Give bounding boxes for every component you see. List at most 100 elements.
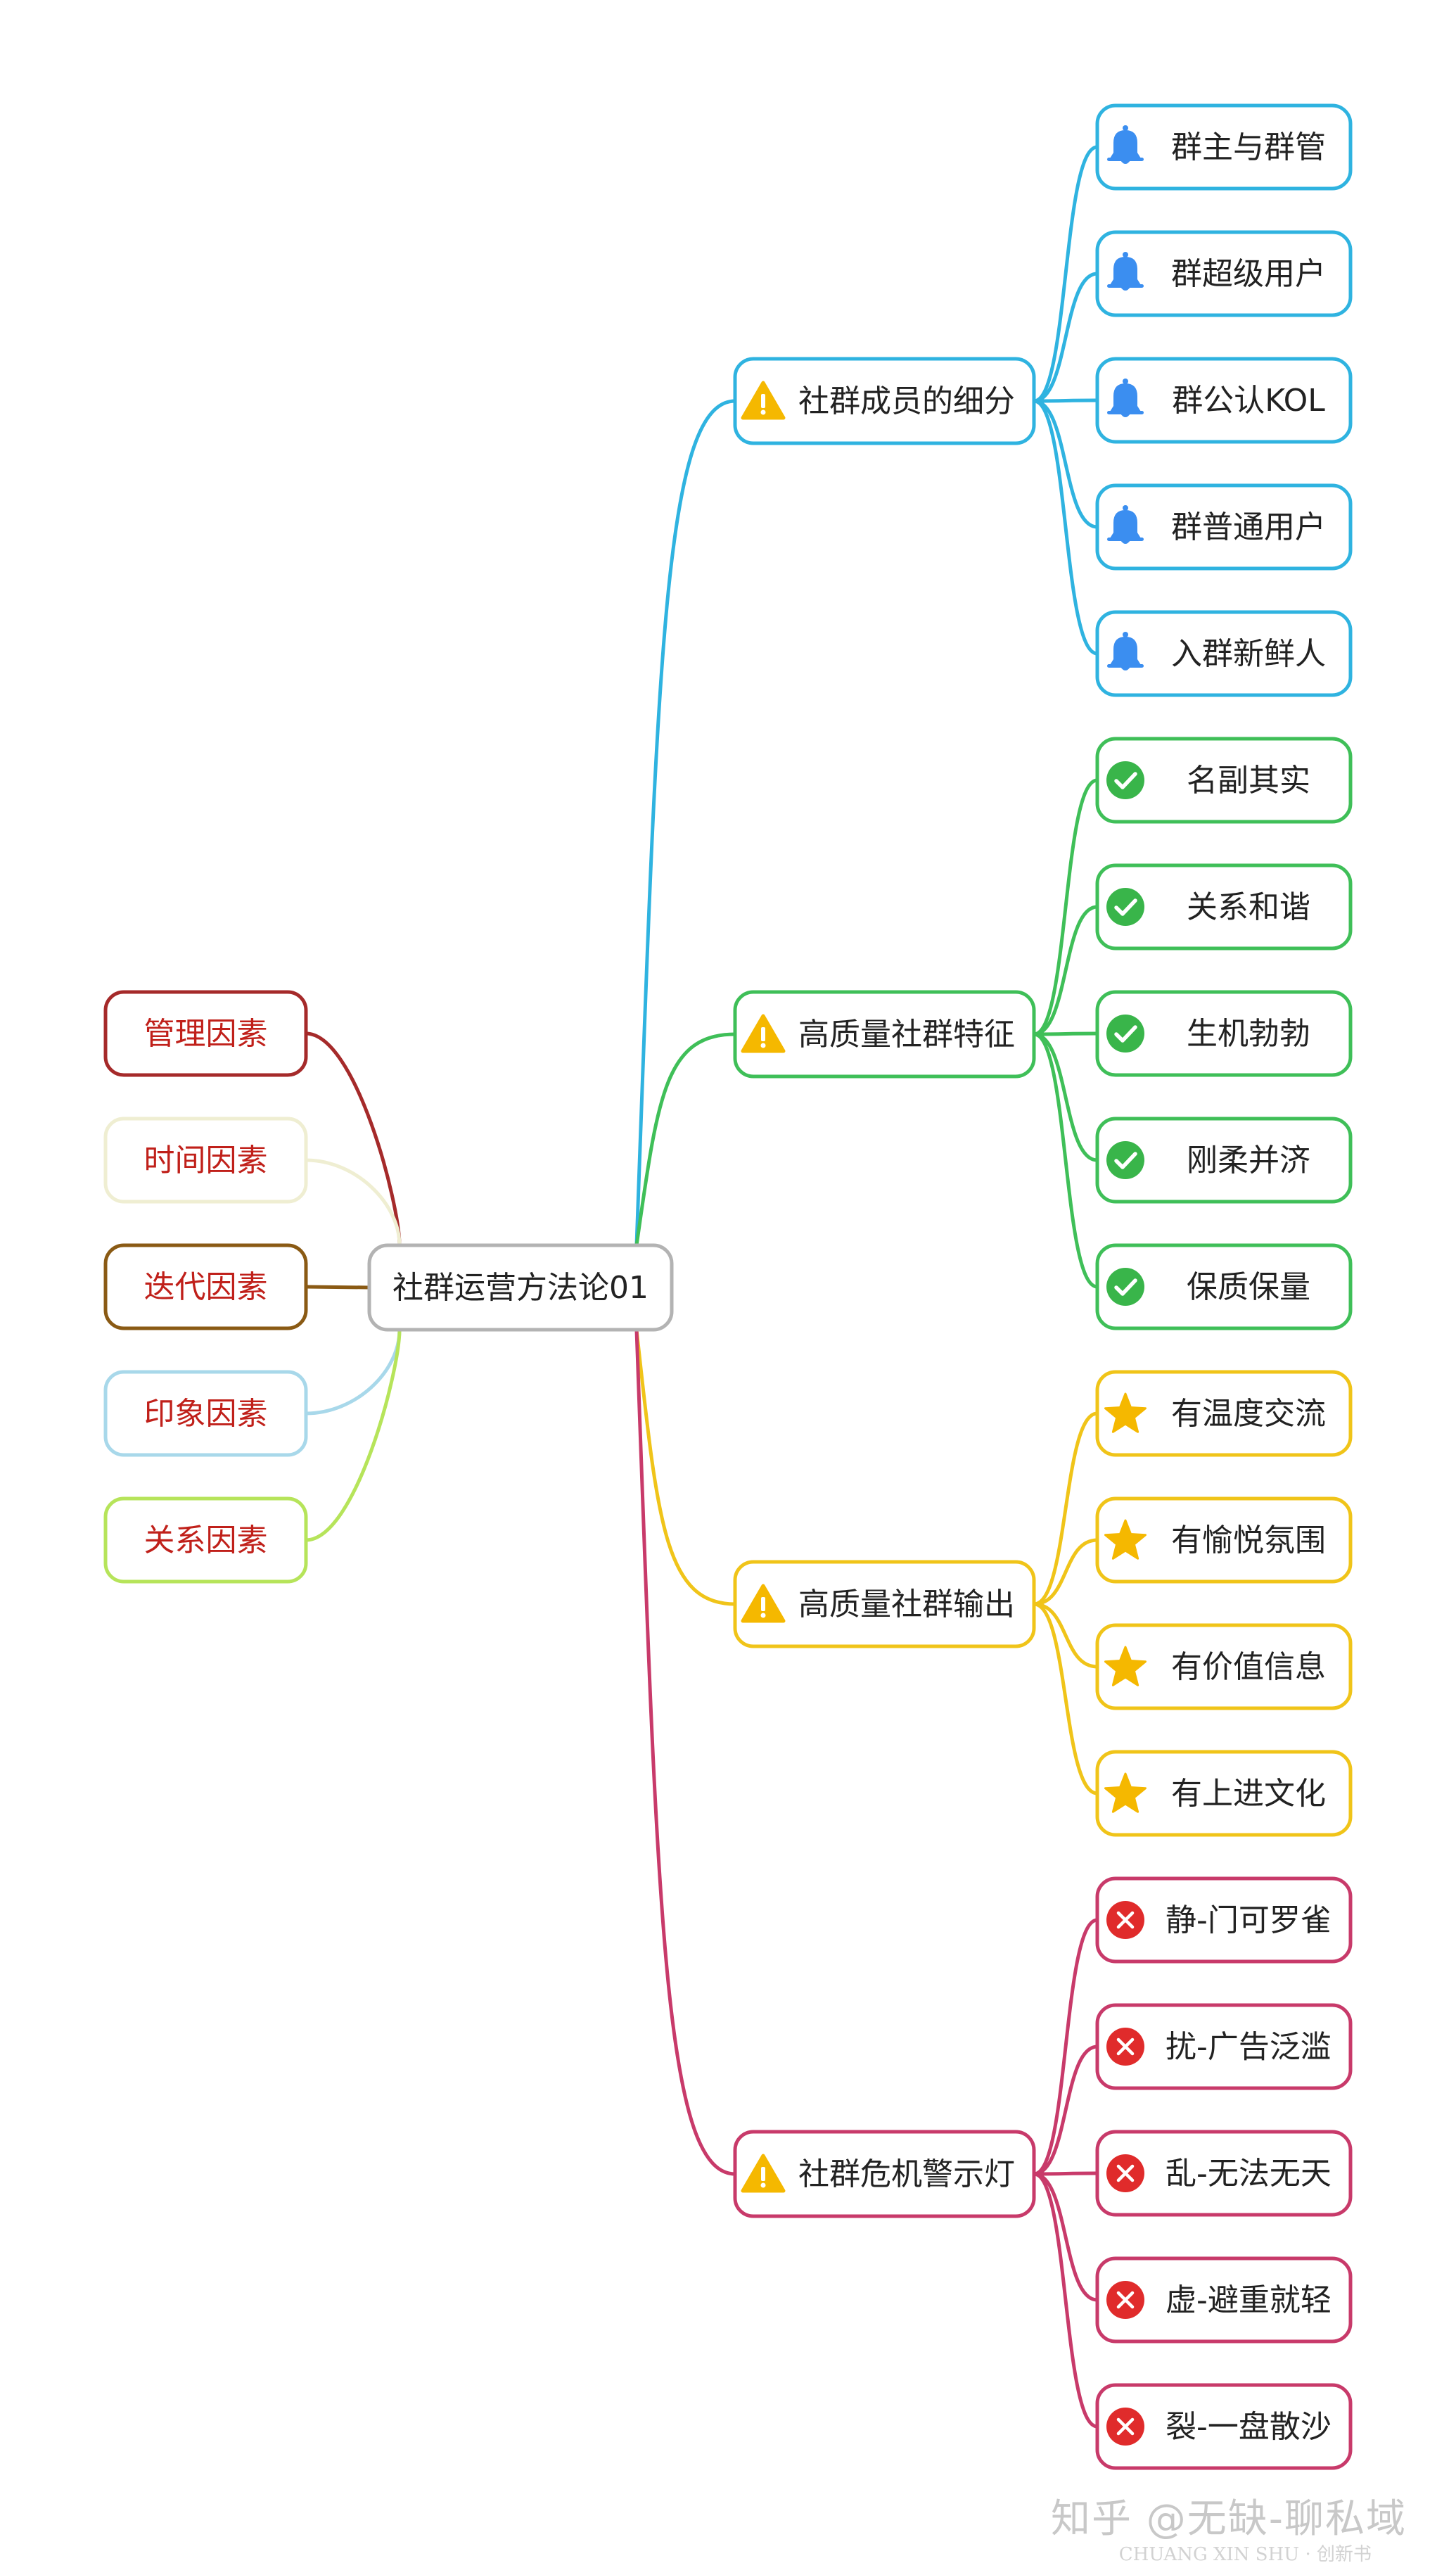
leaf-node: 群超级用户 [1095, 230, 1353, 317]
cross-icon [1106, 1901, 1144, 1939]
bell-icon [1107, 632, 1144, 670]
check-icon [1106, 1015, 1144, 1053]
root-node: 社群运营方法论01 [367, 1243, 674, 1332]
leaf-connector [1032, 1918, 1099, 2176]
leaf-connector [1032, 1032, 1099, 1289]
branch-connector [634, 1328, 737, 1606]
leaf-connector [1032, 1602, 1099, 1669]
branch-node: 社群危机警示灯 [733, 2130, 1036, 2218]
leaf-node-label: 有温度交流 [1171, 1396, 1326, 1432]
leaf-node-label: 刚柔并济 [1187, 1143, 1310, 1178]
check-icon [1106, 1268, 1144, 1306]
leaf-node: 群主与群管 [1095, 103, 1353, 191]
leaf-connector [1032, 398, 1099, 403]
leaf-connector [1032, 272, 1099, 403]
factor-node: 管理因素 [103, 990, 308, 1077]
check-icon [1106, 888, 1144, 926]
leaf-node-label: 入群新鲜人 [1171, 636, 1326, 672]
leaf-node: 有愉悦氛围 [1095, 1496, 1353, 1584]
factor-node: 时间因素 [103, 1117, 308, 1204]
check-icon [1106, 761, 1144, 799]
leaf-node: 生机勃勃 [1095, 990, 1353, 1077]
branch-connector [634, 1328, 737, 2176]
leaf-connector [1032, 1602, 1099, 1795]
bell-icon [1107, 379, 1144, 417]
cross-icon [1106, 2281, 1144, 2319]
branch-node: 高质量社群输出 [733, 1560, 1036, 1648]
leaf-node: 裂-一盘散沙 [1095, 2383, 1353, 2470]
leaf-connector [1032, 905, 1099, 1036]
leaf-node-label: 群普通用户 [1171, 509, 1326, 545]
watermark-text: 知乎 @无缺-聊私域 [1050, 2496, 1407, 2542]
leaf-connector [1032, 145, 1099, 403]
leaf-node-label: 静-门可罗雀 [1166, 1902, 1332, 1938]
factor-node: 迭代因素 [103, 1243, 308, 1330]
star-icon [1104, 1646, 1147, 1686]
bell-icon [1107, 252, 1144, 291]
leaf-node-label: 生机勃勃 [1187, 1016, 1310, 1052]
cross-icon [1106, 2028, 1144, 2066]
factor-node-label: 关系因素 [144, 1522, 268, 1558]
leaf-node: 刚柔并济 [1095, 1117, 1353, 1204]
factor-connector [304, 1031, 402, 1247]
branch-node-label: 高质量社群输出 [798, 1587, 1015, 1622]
star-icon [1104, 1519, 1147, 1560]
leaf-node: 群公认KOL [1095, 357, 1353, 444]
factor-connector [304, 1158, 402, 1247]
branch-node-label: 社群危机警示灯 [798, 2156, 1015, 2192]
branch-node-label: 社群成员的细分 [798, 383, 1015, 419]
leaf-node: 静-门可罗雀 [1095, 1876, 1353, 1964]
factor-node: 关系因素 [103, 1496, 308, 1584]
leaf-node: 有上进文化 [1095, 1750, 1353, 1837]
leaf-node-label: 乱-无法无天 [1166, 2156, 1332, 2192]
check-icon [1106, 1141, 1144, 1179]
leaf-node: 入群新鲜人 [1095, 610, 1353, 697]
factor-connector [305, 1285, 370, 1290]
leaf-node-label: 裂-一盘散沙 [1166, 2409, 1332, 2445]
leaf-connector [1032, 2045, 1099, 2176]
warning-icon [741, 1584, 786, 1623]
leaf-connector [1032, 2172, 1099, 2429]
branch-connector [634, 399, 737, 1247]
branch-node: 高质量社群特征 [733, 990, 1036, 1079]
factor-node: 印象因素 [103, 1370, 308, 1457]
leaf-node-label: 有上进文化 [1171, 1776, 1326, 1812]
leaf-node-label: 关系和谐 [1187, 889, 1310, 925]
leaf-node-label: 群公认KOL [1172, 383, 1325, 419]
leaf-connector [1032, 1538, 1099, 1606]
branch-node-label: 高质量社群特征 [798, 1017, 1015, 1053]
leaf-node-label: 群主与群管 [1171, 129, 1326, 165]
watermark-sub: CHUANG XIN SHU · 创新书 [1118, 2544, 1372, 2565]
leaf-node-label: 虚-避重就轻 [1166, 2282, 1332, 2318]
leaf-node: 群普通用户 [1095, 483, 1353, 571]
leaf-node-label: 名副其实 [1187, 763, 1310, 799]
leaf-node: 保质保量 [1095, 1243, 1353, 1330]
leaf-node-label: 扰-广告泛滥 [1166, 2029, 1332, 2065]
cross-icon [1106, 2408, 1144, 2446]
leaf-node-label: 有价值信息 [1171, 1649, 1326, 1685]
leaf-node: 关系和谐 [1095, 863, 1353, 950]
factor-node-label: 迭代因素 [144, 1269, 268, 1305]
leaf-node-label: 保质保量 [1187, 1269, 1310, 1305]
star-icon [1104, 1772, 1147, 1813]
leaf-node: 有温度交流 [1095, 1370, 1353, 1457]
warning-icon [741, 1014, 786, 1053]
factor-node-label: 管理因素 [144, 1016, 268, 1052]
warning-icon [741, 381, 786, 420]
leaf-node: 虚-避重就轻 [1095, 2256, 1353, 2344]
leaf-node-label: 有愉悦氛围 [1171, 1522, 1326, 1558]
bell-icon [1107, 125, 1144, 164]
branch-node: 社群成员的细分 [733, 357, 1036, 445]
branch-connector [634, 1032, 737, 1247]
leaf-node-label: 群超级用户 [1171, 256, 1326, 292]
leaf-node: 名副其实 [1095, 737, 1353, 824]
factor-node-label: 时间因素 [144, 1143, 268, 1178]
leaf-connector [1032, 399, 1099, 656]
leaf-connector [1032, 399, 1099, 529]
leaf-connector [1032, 1032, 1099, 1162]
leaf-node: 乱-无法无天 [1095, 2130, 1353, 2217]
factor-node-label: 印象因素 [144, 1396, 268, 1432]
bell-icon [1107, 505, 1144, 544]
